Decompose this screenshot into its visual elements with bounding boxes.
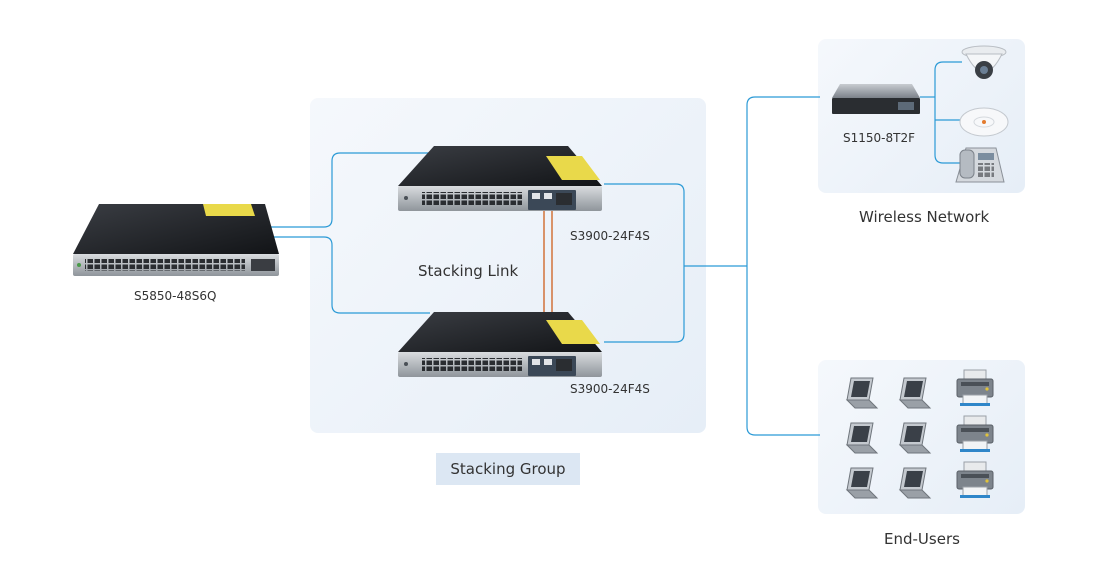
dome-camera-icon	[961, 45, 1007, 79]
link-wireless-bus	[934, 61, 962, 164]
stack-top-switch	[398, 146, 602, 211]
link-core-to-stack-top	[268, 152, 430, 228]
link-stack-top-uplink	[604, 183, 685, 266]
end-user-printers	[956, 369, 994, 499]
access-point-icon	[959, 107, 1009, 137]
stack-bottom-switch	[398, 312, 602, 377]
end-users-label: End-Users	[884, 530, 960, 548]
core-switch	[73, 204, 279, 276]
core-switch-label: S5850-48S6Q	[134, 289, 217, 303]
stacking-group-label: Stacking Group	[436, 453, 580, 485]
link-spine-to-end-users	[746, 266, 820, 436]
stack-bottom-switch-label: S3900-24F4S	[570, 382, 650, 396]
ip-phone-icon	[955, 147, 1005, 183]
end-user-laptops	[846, 377, 931, 499]
link-stack-bottom-uplink	[604, 266, 685, 343]
link-spine-to-wireless	[746, 96, 820, 266]
link-core-to-stack-bottom	[268, 236, 430, 314]
wireless-switch-label: S1150-8T2F	[843, 131, 915, 145]
wireless-network-label: Wireless Network	[859, 208, 990, 226]
wireless-access-switch	[832, 84, 920, 114]
stacking-link-label: Stacking Link	[418, 262, 519, 280]
stack-top-switch-label: S3900-24F4S	[570, 229, 650, 243]
